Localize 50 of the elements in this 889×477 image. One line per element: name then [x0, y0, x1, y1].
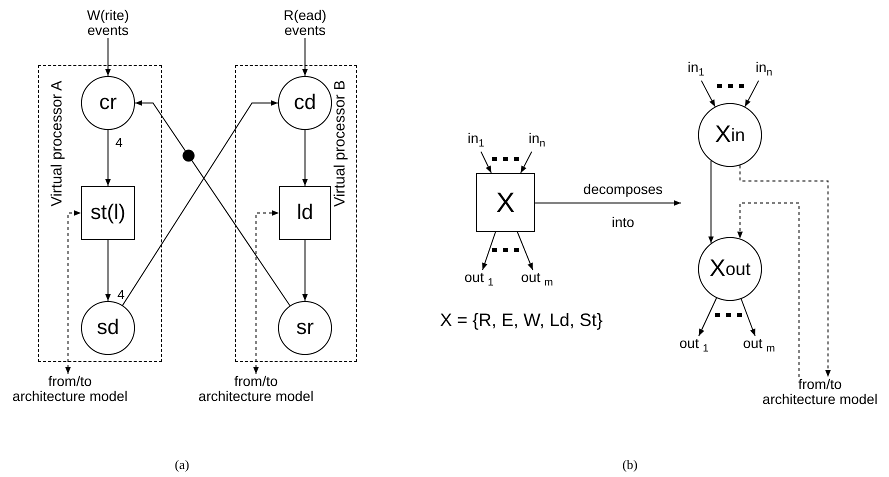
arrow	[253, 210, 280, 374]
arrow	[737, 202, 800, 378]
arrow	[516, 232, 534, 270]
process-circle: sr	[278, 301, 332, 355]
process-square: st(l)	[81, 186, 135, 240]
virtual-processor-box	[235, 65, 357, 362]
process-circle: sd	[81, 301, 135, 355]
arrow	[698, 298, 717, 336]
arrow	[302, 240, 308, 302]
arrow	[534, 200, 682, 206]
node-text: out $_{1}$	[458, 270, 500, 291]
arrow	[482, 232, 496, 270]
processor-title: Virtual processor A	[48, 80, 66, 208]
node-text: out $_{m}$	[736, 336, 782, 357]
node-text: W(rite) events	[68, 8, 148, 38]
arrow	[744, 80, 760, 108]
arrow	[302, 38, 308, 76]
process-square: X	[476, 173, 535, 232]
arrow	[740, 298, 756, 336]
node-text: out $_{1}$	[673, 336, 715, 357]
arrow	[105, 38, 111, 76]
edge-label: 4	[114, 135, 124, 150]
formula-text: X = {R, E, W, Ld, St}	[440, 310, 604, 331]
virtual-processor-box	[38, 65, 162, 362]
node-text: in$_{n}$	[523, 131, 551, 152]
processor-title: Virtual processor B	[332, 79, 348, 209]
arrow	[708, 160, 714, 244]
arrow	[65, 210, 82, 374]
node-text: in$_{1}$	[682, 60, 710, 81]
node-text: out $_{m}$	[514, 270, 560, 291]
edge-label: 4	[116, 287, 126, 302]
process-square: ld	[279, 186, 331, 240]
arrow	[302, 130, 308, 186]
node-text: from/to architecture model	[762, 377, 878, 407]
edge-label: decomposes into	[582, 180, 664, 232]
process-circle: cr	[81, 76, 135, 130]
arrow	[105, 130, 111, 186]
node-text: from/to architecture model	[196, 374, 316, 404]
arrow	[740, 164, 831, 378]
arrow	[700, 80, 716, 108]
node-text: R(ead) events	[265, 8, 345, 38]
panel-label: (a)	[174, 457, 190, 473]
arrow	[480, 151, 492, 174]
node-text: from/to architecture model	[10, 374, 130, 404]
panel-label: (b)	[621, 457, 639, 473]
node-text: in$_{1}$	[462, 131, 490, 152]
node-text: in$_{n}$	[750, 60, 778, 81]
arrow	[105, 240, 111, 302]
arrow	[520, 151, 532, 174]
process-circle: cd	[278, 76, 332, 130]
